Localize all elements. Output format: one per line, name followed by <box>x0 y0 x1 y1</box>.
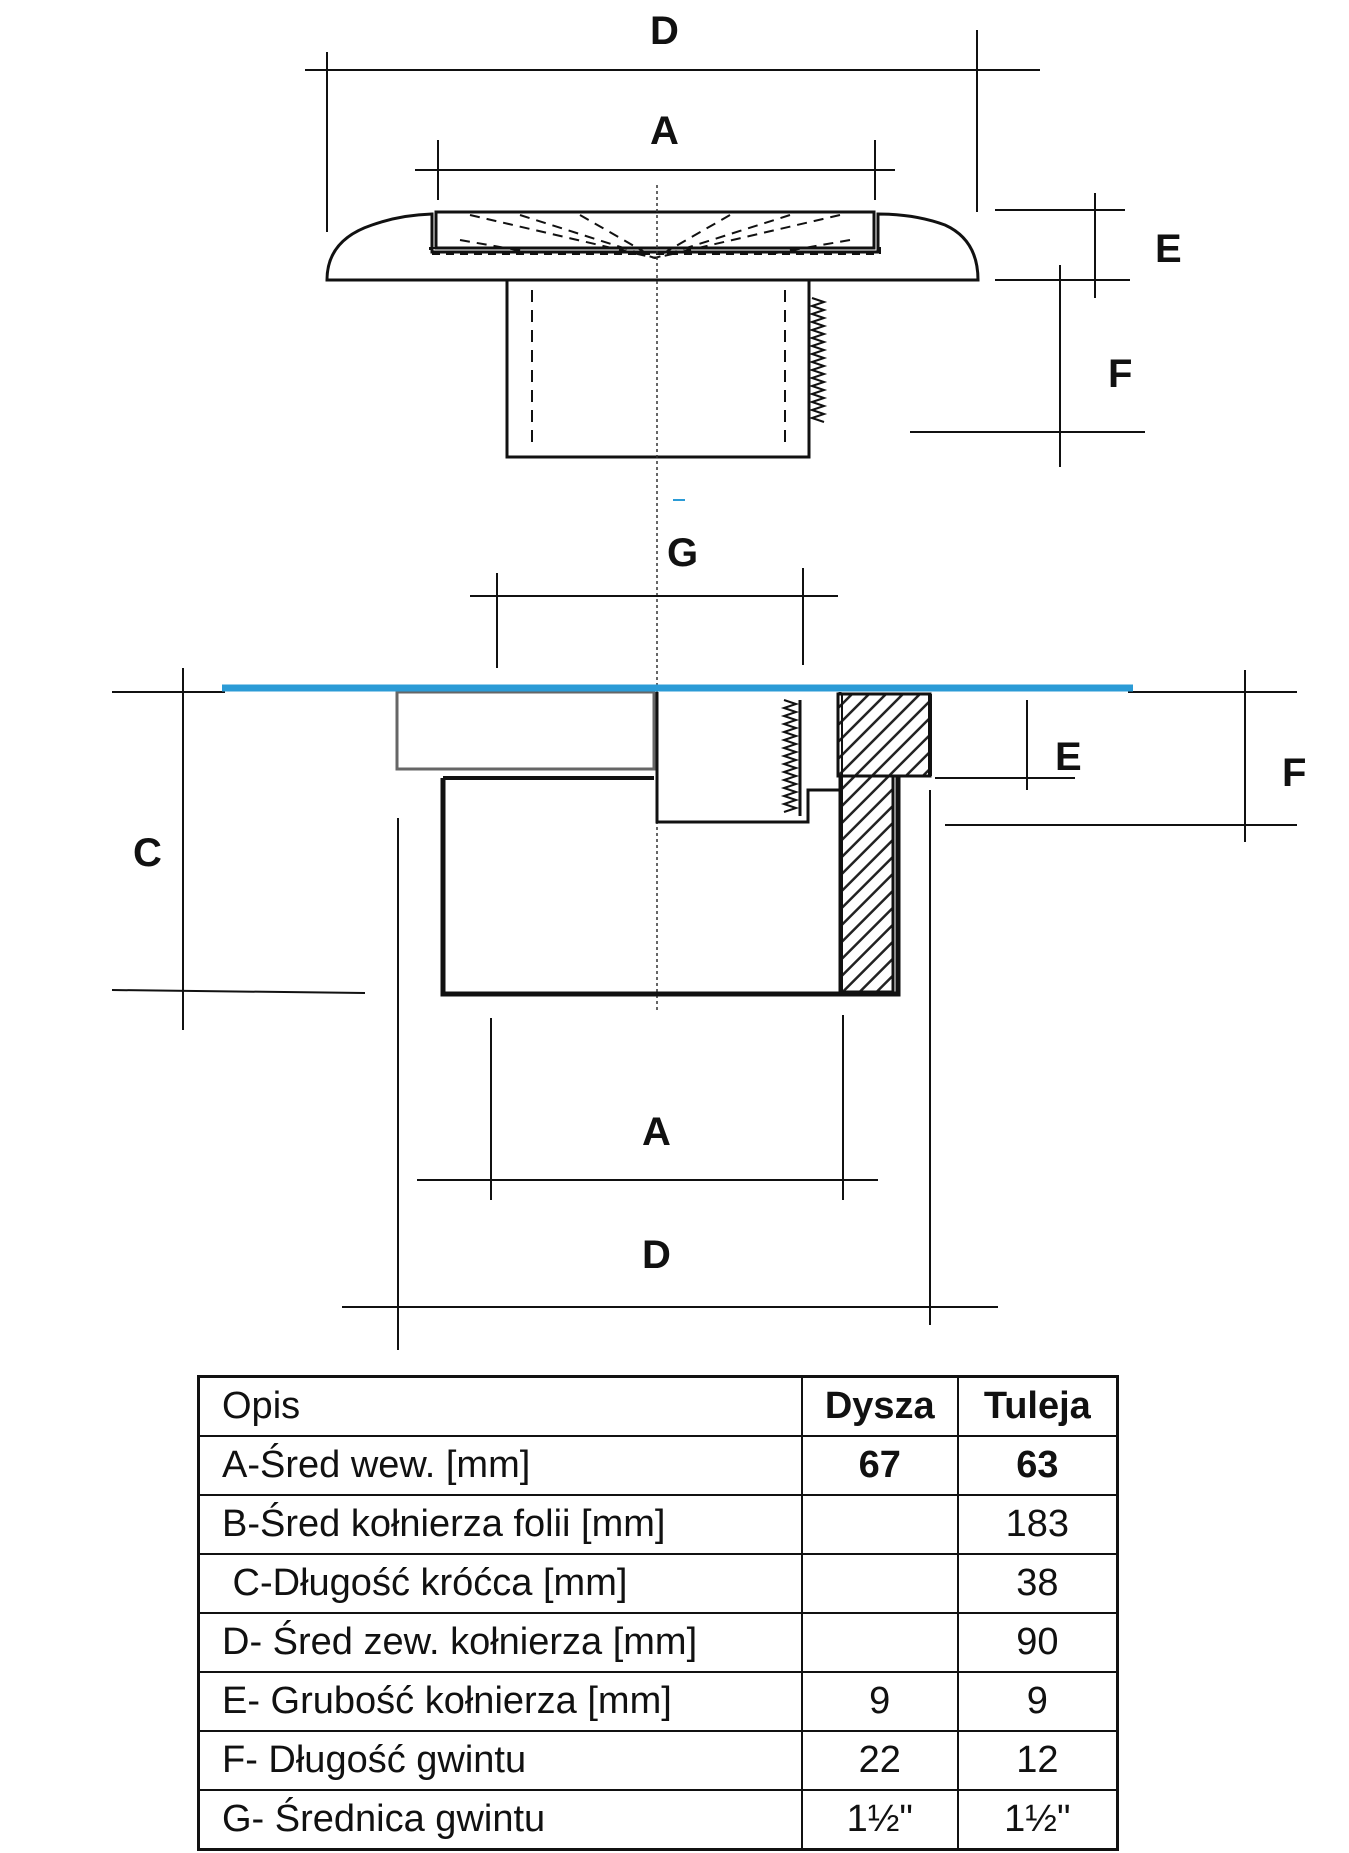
row-tuleja: 183 <box>956 1494 1119 1555</box>
row-dysza: 9 <box>800 1671 959 1732</box>
label-top-a: A <box>650 109 679 153</box>
header-dysza: Dysza <box>800 1375 959 1437</box>
row-tuleja: 90 <box>956 1612 1119 1673</box>
technical-drawing: D A E F G C E F A D <box>111 9 1306 1350</box>
label-g: G <box>667 531 698 575</box>
row-tuleja: 1½" <box>956 1789 1119 1851</box>
row-tuleja: 38 <box>956 1553 1119 1614</box>
sleeve-flange-left <box>395 690 656 771</box>
label-bottom-f: F <box>1282 751 1306 795</box>
spec-table: Opis Dysza Tuleja A-Śred wew. [mm] 67 63… <box>197 1375 1119 1851</box>
row-desc: F- Długość gwintu <box>197 1730 803 1791</box>
sleeve-body <box>440 778 901 997</box>
row-dysza: 67 <box>800 1435 959 1496</box>
nozzle-insert-inner <box>429 247 881 255</box>
label-bottom-d: D <box>642 1233 671 1277</box>
nozzle-internal-dashes <box>459 214 851 259</box>
label-top-f: F <box>1108 352 1132 396</box>
row-dysza <box>800 1612 959 1673</box>
row-desc: E- Grubość kołnierza [mm] <box>197 1671 803 1732</box>
row-desc: G- Średnica gwintu <box>197 1789 803 1851</box>
nozzle-body <box>505 278 811 459</box>
nozzle-flange <box>325 212 980 282</box>
header-tuleja: Tuleja <box>956 1375 1119 1437</box>
label-top-e: E <box>1155 227 1182 271</box>
sleeve-hatch-upper <box>836 692 932 778</box>
row-dysza: 22 <box>800 1730 959 1791</box>
sleeve-hatch-lower <box>838 774 895 994</box>
row-dysza <box>800 1494 959 1555</box>
sleeve-thread <box>780 699 800 813</box>
label-bottom-a: A <box>642 1110 671 1154</box>
nozzle-thread <box>808 297 828 423</box>
row-desc: D- Śred zew. kołnierza [mm] <box>197 1612 803 1673</box>
row-tuleja: 63 <box>956 1435 1119 1496</box>
header-opis: Opis <box>197 1375 803 1437</box>
table-row: F- Długość gwintu 22 12 <box>197 1730 1119 1791</box>
table-row: D- Śred zew. kołnierza [mm] 90 <box>197 1612 1119 1673</box>
table-row: E- Grubość kołnierza [mm] 9 9 <box>197 1671 1119 1732</box>
row-tuleja: 12 <box>956 1730 1119 1791</box>
dim-c-lower <box>111 989 366 994</box>
table-header-row: Opis Dysza Tuleja <box>197 1375 1119 1437</box>
table-row: G- Średnica gwintu 1½" 1½" <box>197 1789 1119 1851</box>
label-c: C <box>133 831 162 875</box>
row-dysza: 1½" <box>800 1789 959 1851</box>
sleeve-inner-block <box>655 692 842 824</box>
nozzle-insert <box>434 210 876 250</box>
label-top-d: D <box>650 9 679 53</box>
row-desc: C-Długość króćca [mm] <box>197 1553 803 1614</box>
sleeve-drawing <box>111 668 1297 1350</box>
label-bottom-e: E <box>1055 735 1082 779</box>
row-desc: A-Śred wew. [mm] <box>197 1435 803 1496</box>
table-row: A-Śred wew. [mm] 67 63 <box>197 1435 1119 1496</box>
table-row: C-Długość króćca [mm] 38 <box>197 1553 1119 1614</box>
table-row: B-Śred kołnierza folii [mm] 183 <box>197 1494 1119 1555</box>
row-tuleja: 9 <box>956 1671 1119 1732</box>
row-dysza <box>800 1553 959 1614</box>
nozzle-drawing <box>305 30 1145 467</box>
row-desc: B-Śred kołnierza folii [mm] <box>197 1494 803 1555</box>
dim-g <box>470 568 838 668</box>
